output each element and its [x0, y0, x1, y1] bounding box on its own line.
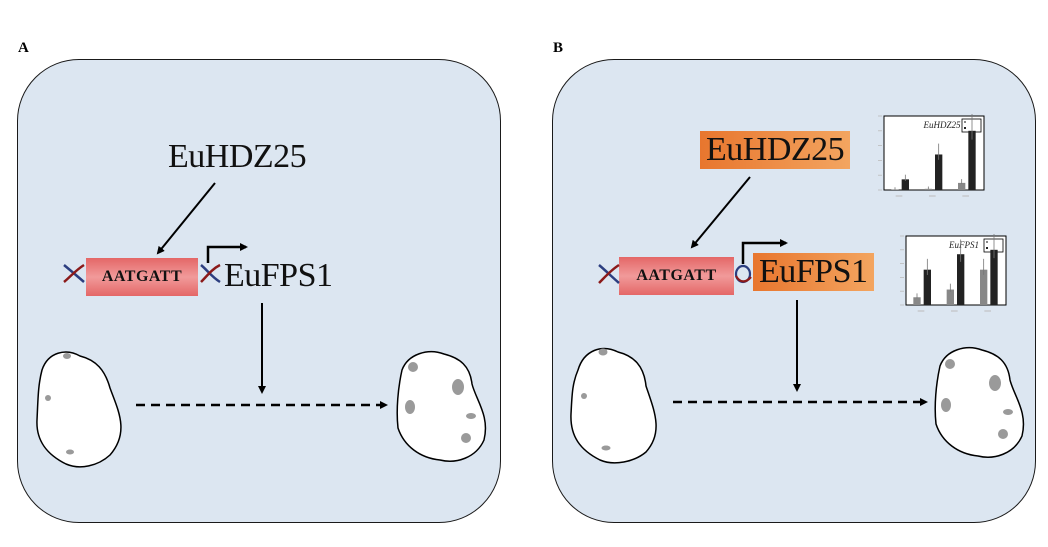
regulator-label-a: EuHDZ25: [168, 138, 307, 175]
inset-title: EuFPS1: [948, 240, 979, 250]
binding-arrow-a: [156, 182, 216, 255]
inset-bar: [901, 179, 909, 190]
inset-bar: [935, 154, 943, 190]
inset-bar: [891, 189, 899, 190]
tuber-high-a: [396, 350, 487, 462]
inset-legend-swatch: [964, 121, 966, 123]
inset-chart-euhdz25: EuHDZ25: [878, 113, 985, 197]
target-gene-label-b: EuFPS1: [753, 253, 874, 291]
inset-bar: [980, 269, 988, 305]
binding-arrow-b: [690, 176, 751, 249]
inset-legend-swatch: [964, 127, 966, 129]
transcription-start-arrow-b: [741, 239, 788, 264]
inset-bar: [968, 130, 976, 190]
tuber-low-b: [570, 347, 657, 464]
panel-label-a: A: [18, 40, 29, 56]
regulator-label-b: EuHDZ25: [700, 131, 851, 169]
inset-bar: [946, 289, 954, 305]
inset-bar: [924, 188, 932, 190]
inset-legend-swatch: [986, 247, 988, 249]
inset-legend-swatch: [986, 241, 988, 243]
inset-bar: [958, 182, 966, 190]
dna-helix-right-b: [734, 264, 752, 284]
panel-label-b: B: [553, 40, 564, 56]
inset-bar: [923, 269, 931, 305]
promoter-motif-b: AATGATT: [619, 257, 734, 295]
target-gene-label-a: EuFPS1: [224, 257, 333, 294]
inset-bar: [990, 249, 998, 305]
dna-helix-right-a: [200, 263, 221, 284]
dna-helix-left-b: [598, 263, 620, 284]
inset-bar: [957, 254, 965, 305]
tuber-low-a: [36, 351, 122, 468]
promoter-motif-a: AATGATT: [86, 258, 198, 296]
dna-helix-left-a: [63, 263, 85, 283]
inset-chart-eufps1: EuFPS1: [900, 233, 1007, 312]
transcription-start-arrow-a: [206, 243, 248, 263]
inset-bar: [913, 297, 921, 305]
tuber-high-b: [934, 346, 1025, 458]
inset-title: EuHDZ25: [922, 120, 961, 130]
